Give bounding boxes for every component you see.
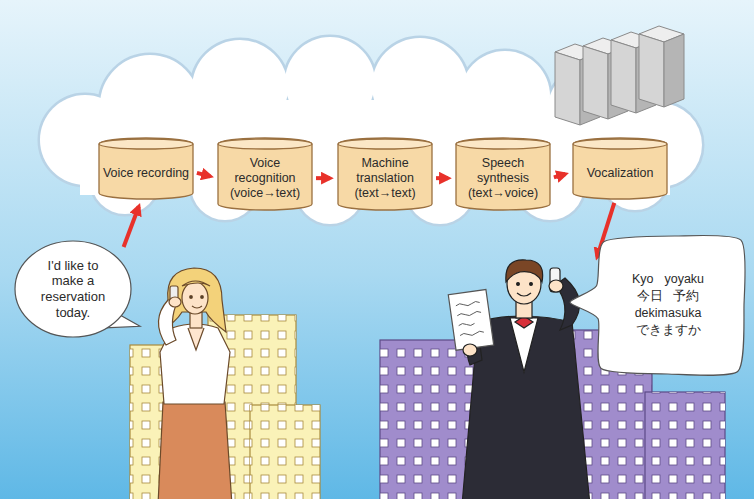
bubble-outline [15,241,131,337]
node-label: Speech synthesis (text→voice) [459,156,547,201]
flow-arrow [436,176,448,180]
node-texts: I'd like to make a reservation today. [30,258,116,320]
node-texts: Machine translation (text→text) [341,148,429,201]
buildings-left [130,315,320,499]
node-label: dekimasuka [608,305,728,322]
cylinder-body [99,138,193,199]
node-label: 今日 予約 [608,288,728,305]
node-texts: Voice recognition (voice→text) [221,148,309,201]
node-label: Voice recording [102,166,190,181]
cylinder-body [573,138,667,199]
node-label: Vocalization [576,166,664,181]
process-box: Vocalization [572,138,668,200]
process-box: Voice recognition (voice→text) [217,138,313,211]
speech-bubble: Kyo yoyaku今日 予約dekimasukaできますか [592,236,744,374]
server-icons [555,26,684,125]
node-texts: Kyo yoyaku今日 予約dekimasukaできますか [608,271,728,339]
flow-arrow [316,176,330,180]
node-outline [592,236,744,374]
process-box: Voice recording [98,138,194,200]
node-label: Kyo yoyaku [608,271,728,288]
node-label: I'd like to make a reservation today. [30,258,116,320]
flow-arrow [124,207,139,247]
cylinder-top [99,139,193,149]
cylinder-body [456,138,550,210]
node-label: Machine translation (text→text) [341,156,429,201]
cylinder-top [218,139,312,149]
cloud [40,37,702,224]
node-label: Voice recognition (voice→text) [221,156,309,201]
cylinder-top [456,139,550,149]
process-box: Machine translation (text→text) [337,138,433,211]
bubble-tail-join [101,315,114,326]
cylinder-body [338,138,432,210]
woman-figure [158,268,232,499]
node-texts: Voice recording [102,158,190,181]
node-texts: Speech synthesis (text→voice) [459,148,547,201]
node-label: できますか [608,322,728,339]
flow-arrow [197,173,210,177]
speech-bubble: I'd like to make a reservation today. [14,240,132,338]
cylinder-top [573,139,667,149]
man-figure [448,260,590,499]
process-box: Speech synthesis (text→voice) [455,138,551,211]
cylinder-top [338,139,432,149]
flow-arrow [554,174,565,177]
cylinder-body [218,138,312,210]
bubble-outline [570,235,745,375]
node-texts: Vocalization [576,158,664,181]
